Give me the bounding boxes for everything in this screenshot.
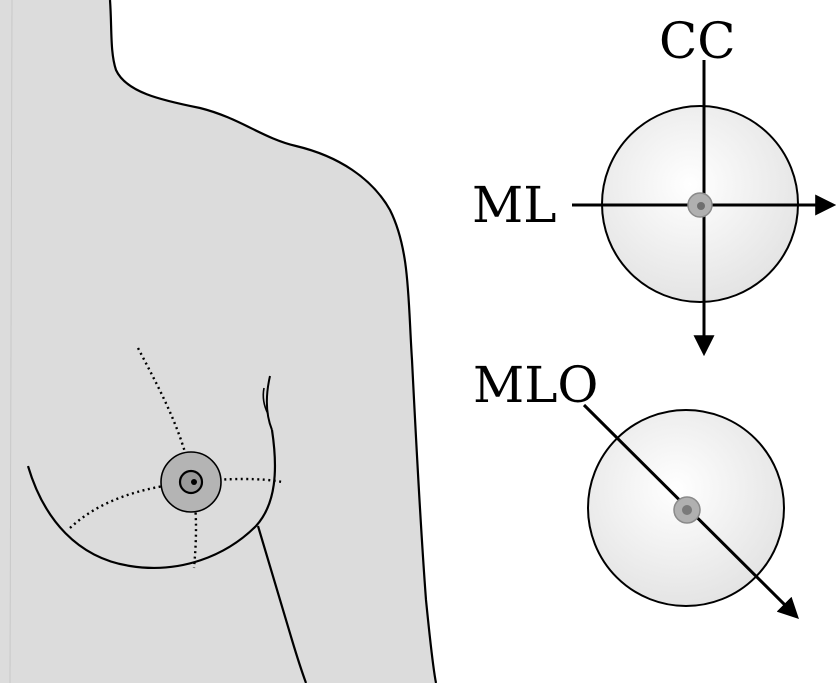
lesion-core-bottom: [682, 505, 692, 515]
cc-ml-projection: CC ML: [472, 12, 832, 352]
lesion-marker-torso: [161, 452, 221, 512]
torso-illustration: [0, 0, 436, 683]
lesion-core: [191, 479, 197, 485]
mlo-projection: MLO: [473, 356, 796, 616]
cc-label: CC: [659, 12, 736, 70]
mlo-label: MLO: [473, 356, 598, 414]
ml-label: ML: [472, 176, 556, 234]
lesion-core-top: [697, 202, 705, 210]
torso-silhouette: [0, 0, 436, 683]
